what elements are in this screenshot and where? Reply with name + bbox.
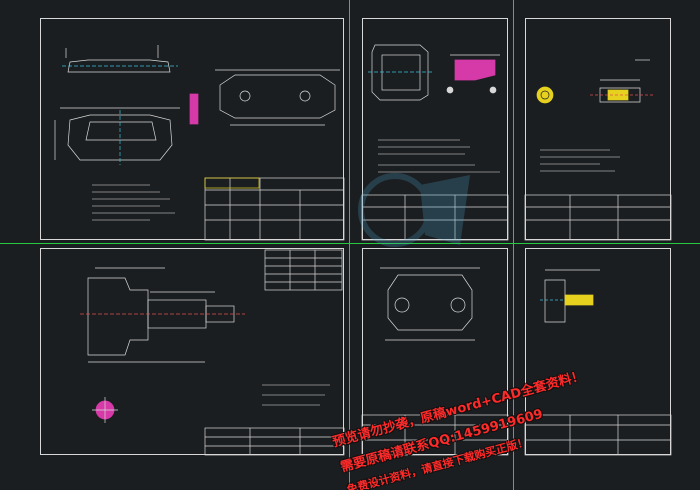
grid-divider-vertical xyxy=(349,0,350,490)
sheet-frame-5[interactable] xyxy=(362,248,508,455)
center-logo-watermark xyxy=(358,173,470,247)
brake-pad-front-view xyxy=(54,107,180,165)
lining-front-view xyxy=(368,44,432,101)
sheet-frame-3[interactable] xyxy=(525,18,671,240)
sheet-frame-2[interactable] xyxy=(362,18,508,240)
backing-plate-view xyxy=(380,267,480,341)
sheet-frame-4[interactable] xyxy=(40,248,344,455)
grid-divider-horizontal xyxy=(0,243,700,244)
brake-pad-top-view xyxy=(62,45,178,73)
grid-divider-vertical xyxy=(513,0,514,490)
piston-detail-view xyxy=(92,397,118,423)
bracket-views xyxy=(540,269,600,323)
sheet-frame-1[interactable] xyxy=(40,18,344,240)
brake-pad-side-view xyxy=(215,69,340,126)
pad-section-view xyxy=(189,93,199,125)
piston-main-view xyxy=(80,267,245,363)
sheet-frame-6[interactable] xyxy=(525,248,671,455)
fastener-views xyxy=(536,59,655,104)
lining-section-view xyxy=(446,54,500,94)
